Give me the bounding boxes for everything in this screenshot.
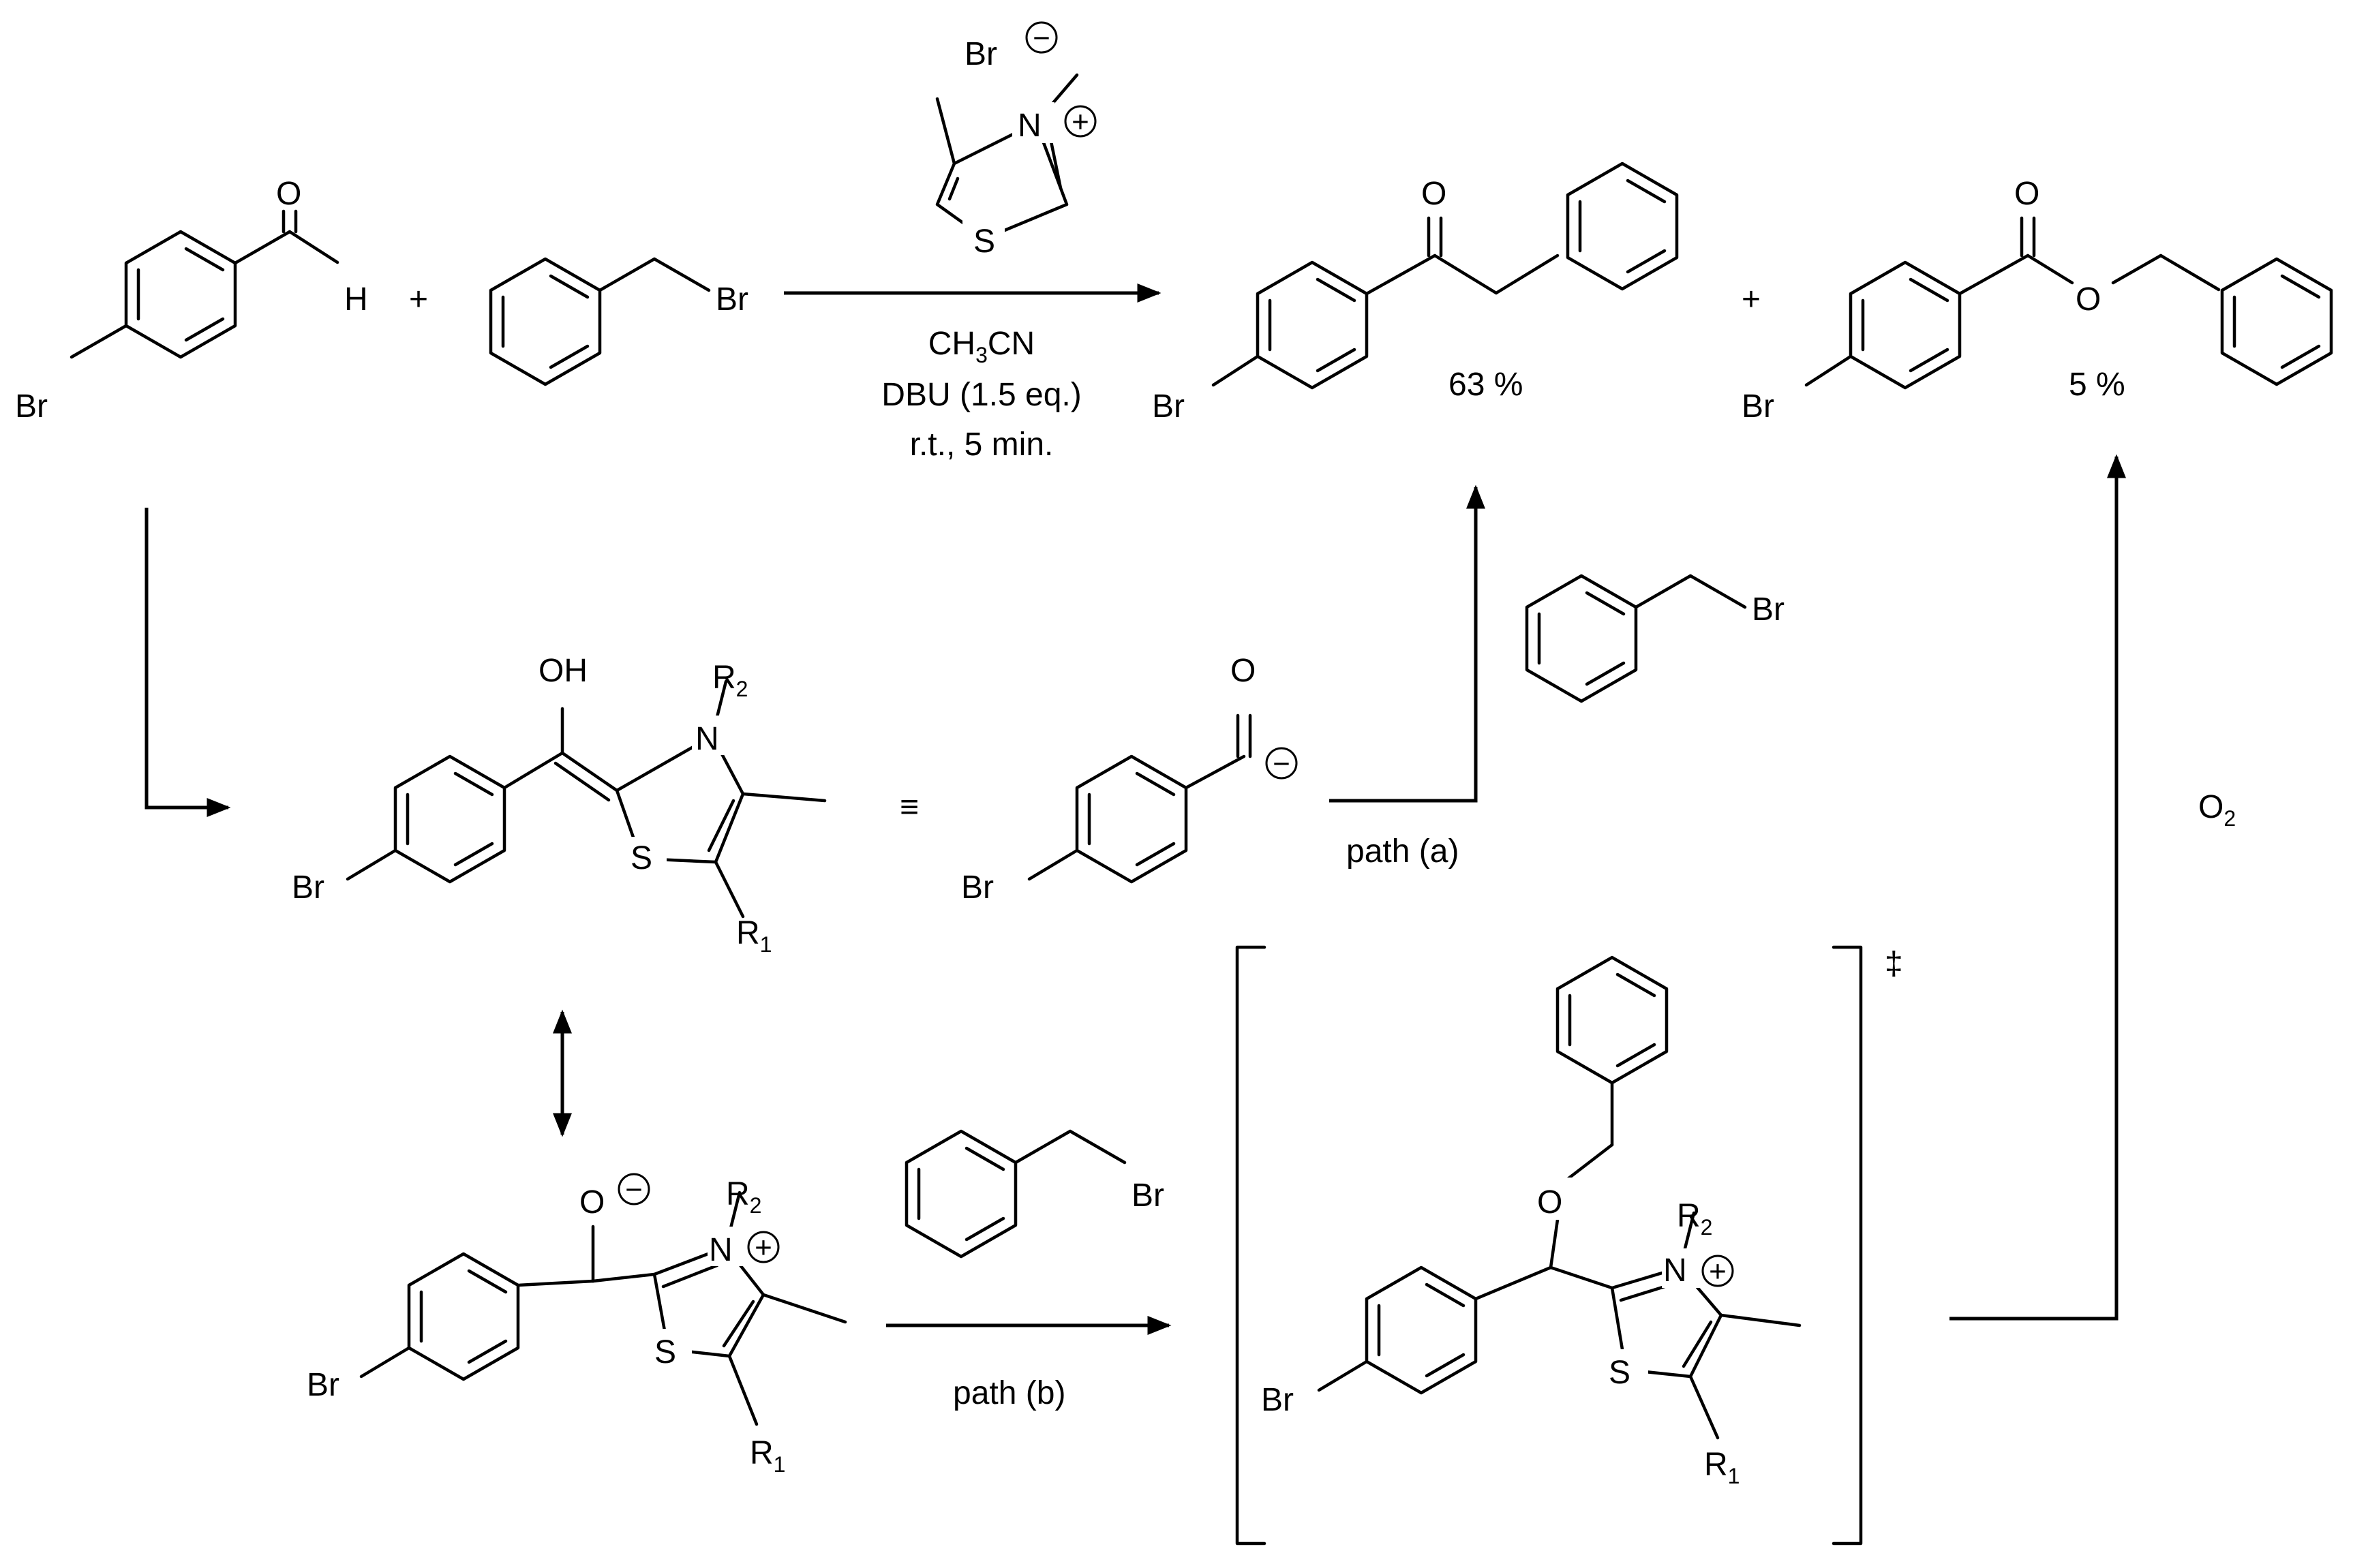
atom-br: Br bbox=[1261, 1382, 1294, 1418]
r1-group: R1 bbox=[750, 1435, 785, 1477]
path-b-label: path (b) bbox=[953, 1375, 1065, 1411]
atom-br: Br bbox=[1152, 388, 1185, 425]
arrow-to-breslow bbox=[145, 508, 231, 817]
atom-o: O bbox=[276, 176, 301, 212]
equivalence-sign: ≡ bbox=[900, 789, 919, 825]
atom-br: Br bbox=[15, 388, 48, 425]
r2-group: R2 bbox=[726, 1176, 761, 1218]
breslow-intermediate: N S OH R2 R1 Br bbox=[292, 653, 827, 957]
r2-group: R2 bbox=[712, 660, 748, 701]
negative-charge: − bbox=[1033, 22, 1050, 55]
base-label: DBU (1.5 eq.) bbox=[881, 377, 1081, 413]
reagent-benzyl-bromide-path-b: Br bbox=[905, 1129, 1164, 1259]
conditions-label: r.t., 5 min. bbox=[910, 427, 1054, 463]
reactant-4-bromobenzaldehyde: O H Br bbox=[15, 176, 368, 425]
positive-charge: + bbox=[755, 1231, 772, 1265]
atom-n: N bbox=[1663, 1252, 1687, 1289]
atom-o: O bbox=[1230, 653, 1256, 689]
atom-o: O bbox=[2014, 176, 2039, 212]
r2-group: R2 bbox=[1677, 1198, 1712, 1240]
oxygen-arrow bbox=[1949, 454, 2126, 1321]
atom-n: N bbox=[709, 1232, 733, 1268]
product-ester: O O Br bbox=[1742, 176, 2333, 425]
transition-state-o-benzyl: O N + S R2 R1 Br bbox=[1261, 955, 1802, 1488]
negative-charge: − bbox=[1273, 748, 1290, 781]
oxygen-label: O2 bbox=[2198, 789, 2236, 831]
atom-n: N bbox=[1018, 108, 1042, 144]
atom-br: Br bbox=[1742, 388, 1774, 425]
transition-state-dagger: ‡ bbox=[1885, 946, 1903, 982]
positive-charge: + bbox=[1709, 1255, 1727, 1289]
r1-group: R1 bbox=[736, 915, 772, 957]
atom-s: S bbox=[973, 224, 995, 260]
reagent-benzyl-bromide-path-a: Br bbox=[1525, 574, 1785, 703]
reactant-benzyl-bromide: Br bbox=[489, 257, 748, 386]
path-a-arrow bbox=[1329, 485, 1485, 803]
product-ketone: O Br bbox=[1152, 162, 1679, 425]
bracket-left bbox=[1235, 945, 1266, 1546]
atom-s: S bbox=[1609, 1355, 1630, 1391]
ketone-yield: 63 % bbox=[1448, 367, 1523, 403]
atom-br: Br bbox=[1752, 591, 1785, 628]
catalyst-thiazolium-salt: N + S Br − bbox=[935, 21, 1097, 260]
atom-n: N bbox=[695, 721, 719, 757]
atom-s: S bbox=[631, 840, 652, 876]
atom-br: Br bbox=[961, 870, 994, 906]
bromide-ion: Br bbox=[965, 36, 997, 72]
atom-o: O bbox=[2076, 281, 2101, 318]
plus-sign: + bbox=[1742, 281, 1761, 318]
atom-h: H bbox=[344, 281, 368, 318]
positive-charge: + bbox=[1072, 106, 1089, 139]
plus-sign: + bbox=[409, 281, 428, 318]
ester-yield: 5 % bbox=[2069, 367, 2125, 403]
solvent-label: CH3CN bbox=[928, 326, 1035, 367]
bracket-right bbox=[1832, 945, 1863, 1546]
atom-o: O bbox=[1421, 176, 1446, 212]
r1-group: R1 bbox=[1704, 1447, 1740, 1488]
atom-br: Br bbox=[292, 870, 324, 906]
hydroxyl-group: OH bbox=[538, 653, 588, 689]
atom-br: Br bbox=[716, 281, 748, 318]
atom-o: O bbox=[1537, 1184, 1562, 1220]
atom-s: S bbox=[654, 1334, 676, 1370]
path-a-label: path (a) bbox=[1346, 833, 1459, 870]
atom-br: Br bbox=[1132, 1178, 1164, 1214]
atom-o: O bbox=[579, 1184, 605, 1220]
negative-charge: − bbox=[625, 1173, 643, 1207]
alkoxide-thiazolium-intermediate: N + S O − R2 R1 Br bbox=[307, 1173, 847, 1477]
atom-br: Br bbox=[307, 1367, 339, 1403]
acyl-anion-equivalent: O − Br bbox=[961, 653, 1298, 906]
